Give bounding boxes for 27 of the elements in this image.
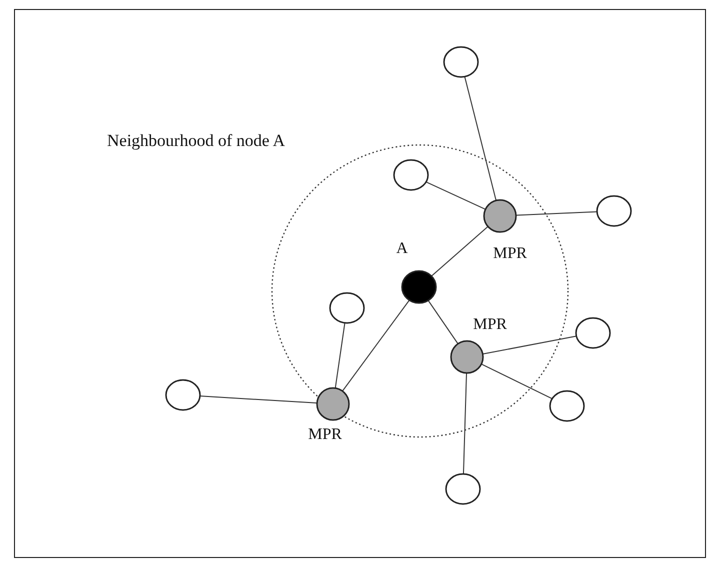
connector-line (515, 211, 598, 216)
relay-node-circle (483, 199, 517, 233)
node-label: MPR (493, 245, 527, 263)
node-circle (165, 379, 201, 411)
connector-line (480, 364, 553, 400)
node-circle (393, 159, 429, 191)
region-title: Neighbourhood of node A (107, 132, 286, 150)
node-label: MPR (308, 426, 342, 444)
node-circle (329, 292, 365, 324)
root-node-circle (401, 270, 437, 304)
node-circle (549, 390, 585, 422)
node-circle (443, 46, 479, 78)
node-label: MPR (473, 316, 507, 334)
connector-line (334, 322, 346, 389)
connector-line (482, 336, 577, 354)
node-circle (445, 473, 481, 505)
node-circle (596, 195, 632, 227)
connector-line (428, 300, 458, 344)
node-label: A (396, 240, 408, 258)
relay-node-circle (450, 340, 484, 374)
connector-line (342, 300, 410, 392)
node-circle (575, 317, 611, 349)
connector-line (464, 76, 497, 201)
connector-line (430, 226, 488, 277)
connector-line (462, 372, 468, 474)
connector-line (426, 181, 486, 210)
connector-line (199, 396, 318, 404)
